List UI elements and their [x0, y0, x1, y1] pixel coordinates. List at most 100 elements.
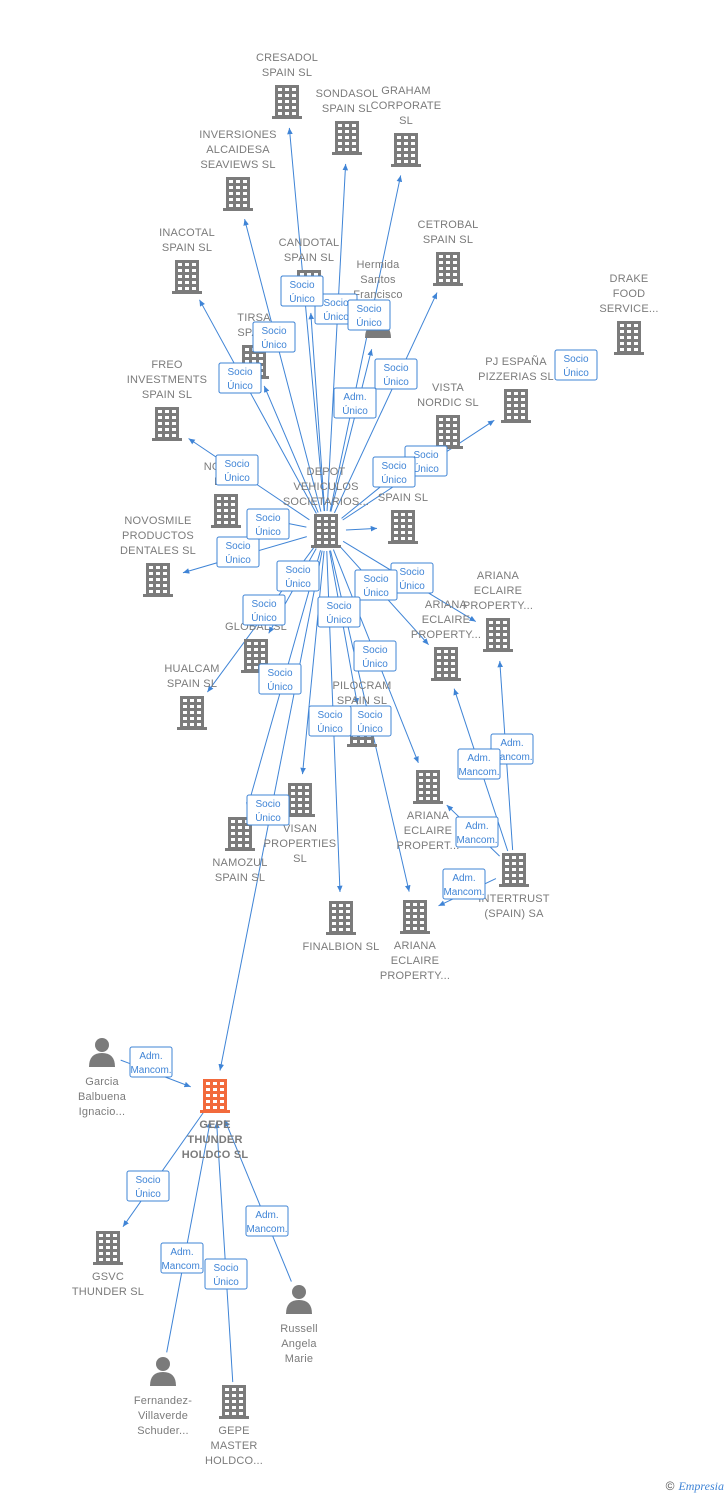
- building-icon: [413, 770, 443, 804]
- node-label-line: SONDASOL: [316, 88, 379, 100]
- edge-label-line: Único: [224, 471, 250, 484]
- edge-label-line: Único: [383, 375, 409, 388]
- edge-depot-graham: [329, 175, 403, 512]
- edge-label-line: Adm.: [139, 1051, 162, 1062]
- edge-label-text: Adm.Mancom.: [443, 873, 484, 898]
- edge-label-line: Adm.: [500, 738, 523, 749]
- edge-label[interactable]: Adm.Mancom.: [455, 816, 499, 848]
- node-label-line: INTERTRUST: [478, 893, 550, 905]
- edge-label-box: [455, 816, 499, 848]
- edge-label-text: Adm.Único: [342, 392, 368, 417]
- edge-label-line: Único: [255, 811, 281, 824]
- edge-label[interactable]: Adm.Mancom.: [457, 748, 501, 780]
- edge-label[interactable]: Adm.Mancom.: [490, 733, 534, 765]
- node-label-line: Hermida: [357, 259, 401, 271]
- edge-label-line: Único: [356, 316, 382, 329]
- edge-label[interactable]: Adm.Mancom.: [245, 1205, 289, 1237]
- node-finalbion[interactable]: FINALBION SL: [303, 901, 380, 953]
- edge-label-line: Socio: [261, 326, 286, 337]
- node-label-line: INVERSIONES: [199, 129, 276, 141]
- edge-label[interactable]: Adm.Único: [333, 387, 377, 419]
- edge-label[interactable]: Adm.Mancom.: [160, 1242, 204, 1274]
- edge-label-line: Único: [213, 1275, 239, 1288]
- edge-label-box: [252, 321, 296, 353]
- person-icon: [150, 1357, 176, 1386]
- node-label-line: SL: [399, 115, 413, 127]
- brand-footer[interactable]: ©Empresia: [666, 1479, 724, 1494]
- edge-label-line: Socio: [383, 363, 408, 374]
- edge-depot-pilocram: [329, 550, 360, 705]
- building-icon: [285, 783, 315, 817]
- node-label-line: SPAIN SL: [142, 389, 192, 401]
- node-kspain[interactable]: KSPAIN SL: [378, 477, 428, 544]
- building-icon: [200, 1079, 230, 1113]
- node-intertrust[interactable]: INTERTRUST(SPAIN) SA: [478, 853, 550, 920]
- edge-label[interactable]: Adm.Mancom.: [442, 868, 486, 900]
- node-label-line: SPAIN SL: [423, 234, 473, 246]
- node-label-line: SPAIN SL: [162, 242, 212, 254]
- node-label-line: SPAIN SL: [378, 492, 428, 504]
- edge-label-line: Adm.: [170, 1247, 193, 1258]
- building-icon: [400, 900, 430, 934]
- edge-label-line: Único: [255, 525, 281, 538]
- edge-depot-candotal: [308, 312, 326, 512]
- edge-depot-kspain: [345, 525, 378, 532]
- node-label-line: SOCIETARIOS...: [283, 496, 369, 508]
- building-icon: [326, 901, 356, 935]
- node-label-line: MASTER: [210, 1440, 257, 1452]
- node-label-line: CRESADOL: [256, 52, 318, 64]
- edge-depot-visan: [300, 550, 325, 775]
- edge-label[interactable]: Adm.Mancom.: [129, 1046, 173, 1078]
